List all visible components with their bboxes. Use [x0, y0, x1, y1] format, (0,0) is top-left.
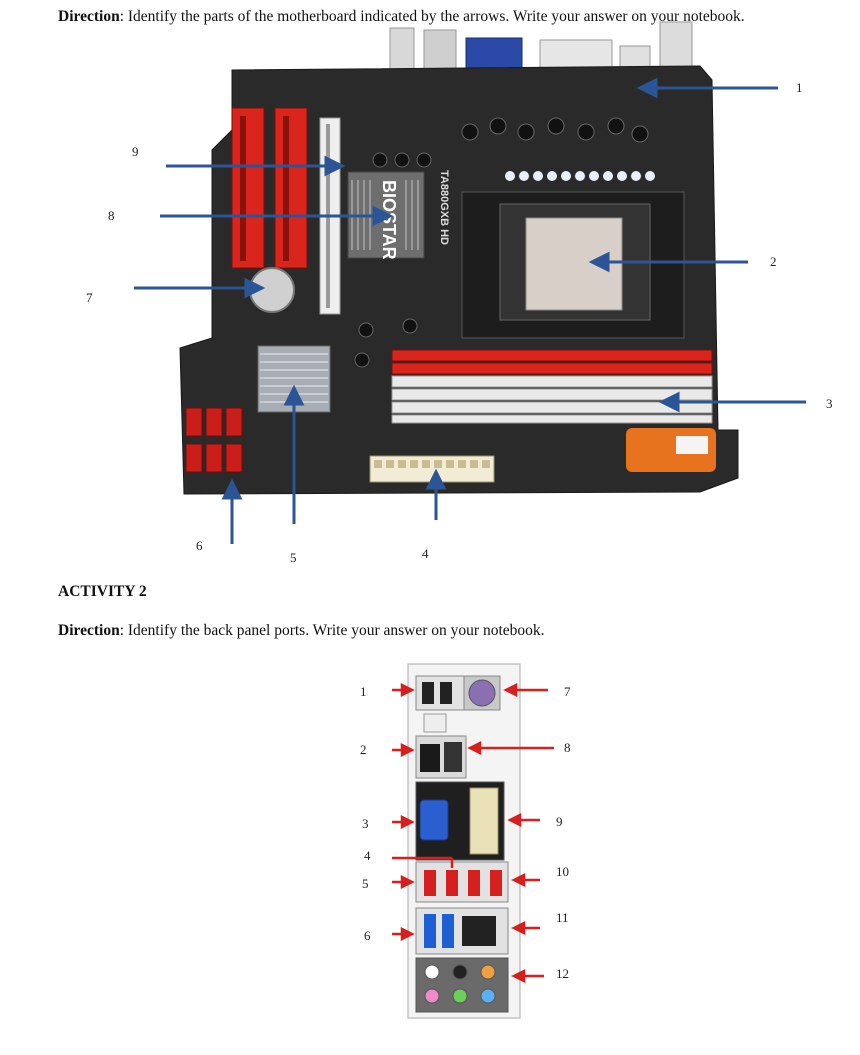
port-label-1: 1 [360, 684, 367, 699]
usb-ps2-block [415, 675, 501, 711]
board-model-label: TA880GXB HD [438, 170, 450, 245]
label-1: 1 [796, 80, 803, 95]
label-3: 3 [826, 396, 833, 411]
port-label-7: 7 [564, 684, 571, 699]
port-label-2: 2 [360, 742, 367, 757]
port-label-6: 6 [364, 928, 371, 943]
label-4: 4 [422, 546, 429, 561]
label-9: 9 [132, 144, 139, 159]
pcie-slot-1 [231, 107, 265, 269]
label-6: 6 [196, 538, 203, 553]
red-arrows-left [392, 682, 454, 942]
red-arrows-right [467, 682, 554, 984]
port-label-10: 10 [556, 864, 569, 879]
ram-slots [391, 349, 713, 424]
motherboard-diagram: BIOSTAR TA880GXB HD [134, 21, 806, 544]
hdmi-usb-block [415, 735, 467, 779]
port-label-12: 12 [556, 966, 569, 981]
blue-arrows [134, 77, 806, 544]
direction-label: Direction [58, 8, 120, 25]
vrm-capacitors [354, 117, 649, 368]
port-label-5: 5 [362, 876, 369, 891]
label-8: 8 [108, 208, 115, 223]
white-dots-row [505, 171, 655, 181]
usb-red-block [415, 861, 509, 903]
direction2-label: Direction [58, 622, 120, 639]
port-label-8: 8 [564, 740, 571, 755]
audio-jacks [415, 957, 509, 1013]
label-7: 7 [86, 290, 93, 305]
direction-text: : Identify the parts of the motherboard … [119, 8, 745, 25]
label-5: 5 [290, 550, 297, 565]
back-panel-diagram [392, 663, 554, 1019]
activity2-title: ACTIVITY 2 [58, 583, 147, 600]
vga-dvi-block [415, 781, 505, 861]
activity1-direction: Direction: Identify the parts of the mot… [58, 8, 745, 26]
sata-ports [185, 407, 243, 473]
port-label-9: 9 [556, 814, 563, 829]
port-label-4: 4 [364, 848, 371, 863]
label-2: 2 [770, 254, 777, 269]
pcie-slot-2 [274, 107, 308, 269]
usb3-lan-block [415, 907, 509, 955]
port-label-11: 11 [556, 910, 569, 925]
port-label-3: 3 [362, 816, 369, 831]
activity2-direction: Direction: Identify the back panel ports… [58, 622, 545, 640]
direction2-text: : Identify the back panel ports. Write y… [119, 622, 545, 639]
cpu-socket [461, 191, 685, 339]
board-brand-label: BIOSTAR [379, 180, 399, 260]
